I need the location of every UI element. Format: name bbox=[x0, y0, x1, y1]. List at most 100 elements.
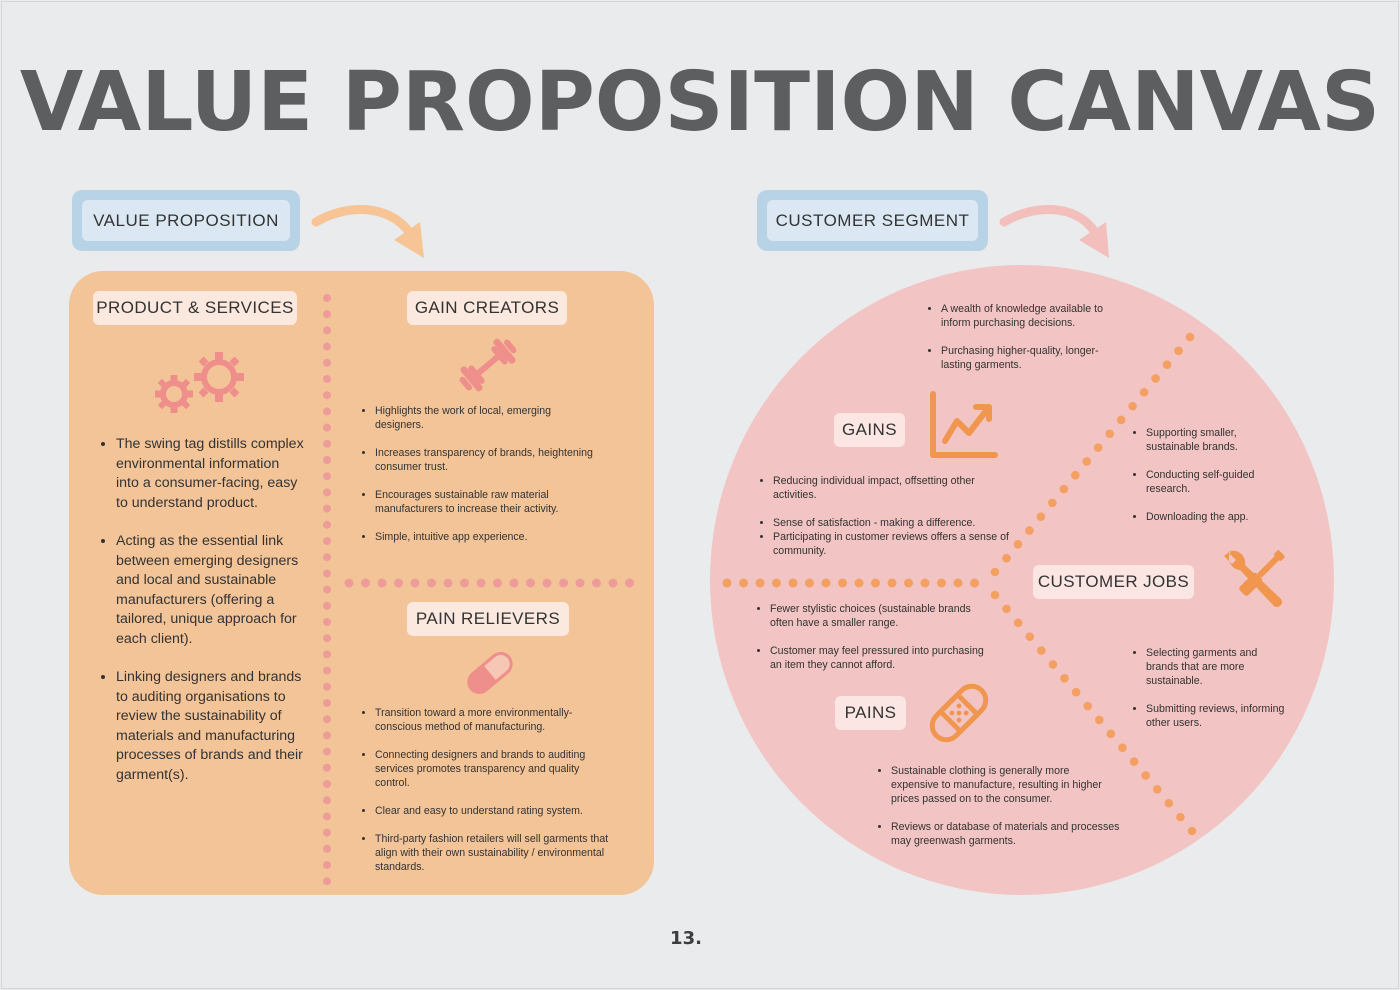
customer-segment-tag: CUSTOMER SEGMENT bbox=[757, 190, 988, 251]
divider-dot bbox=[323, 391, 331, 400]
divider-dot bbox=[323, 682, 331, 691]
divider-dot bbox=[1036, 512, 1046, 522]
gain-creators-label: GAIN CREATORS bbox=[407, 291, 567, 325]
divider-dot bbox=[323, 553, 331, 562]
divider-dot bbox=[323, 456, 331, 464]
divider-dot bbox=[323, 844, 331, 853]
divider-dot bbox=[323, 650, 331, 659]
page-title: VALUE PROPOSITION CANVAS bbox=[19, 55, 1381, 150]
divider-dot bbox=[1174, 346, 1183, 356]
divider-dot bbox=[443, 578, 453, 588]
divider-dot bbox=[460, 578, 469, 588]
divider-dot bbox=[788, 578, 798, 588]
divider-dot bbox=[323, 828, 331, 837]
gears-icon bbox=[155, 352, 244, 413]
divider-dot bbox=[323, 699, 331, 707]
divider-dot bbox=[1037, 646, 1046, 655]
pain-relievers-list: Transition toward a more environmentally… bbox=[359, 706, 609, 888]
divider-dot bbox=[1176, 812, 1185, 822]
divider-dot bbox=[575, 578, 585, 588]
divider-dot bbox=[1164, 798, 1174, 808]
list-item: Submitting reviews, informing other user… bbox=[1146, 702, 1290, 730]
divider-dot bbox=[559, 578, 568, 588]
divider-dot bbox=[1151, 374, 1160, 383]
divider-dot bbox=[493, 578, 502, 588]
divider-dot bbox=[1093, 443, 1103, 452]
list-item: Transition toward a more environmentally… bbox=[375, 706, 609, 734]
divider-dot bbox=[1162, 360, 1172, 369]
jobs-upper-list: Supporting smaller, sustainable brands. C… bbox=[1130, 426, 1290, 538]
divider-dot bbox=[323, 877, 331, 886]
divider-dot bbox=[937, 578, 946, 588]
list-item: Supporting smaller, sustainable brands. bbox=[1146, 426, 1290, 454]
divider-dot bbox=[323, 634, 331, 643]
divider-dot bbox=[526, 578, 535, 588]
divider-dot bbox=[323, 763, 331, 772]
divider-dot bbox=[323, 310, 331, 319]
divider-dot bbox=[1105, 429, 1115, 439]
dumbbell-icon bbox=[459, 338, 517, 392]
list-item: Participating in customer reviews offers… bbox=[773, 530, 1017, 558]
divider-dot bbox=[542, 578, 552, 588]
divider-dot bbox=[323, 585, 331, 594]
pains-label: PAINS bbox=[835, 696, 906, 730]
divider-dot bbox=[323, 488, 331, 497]
list-item: Fewer stylistic choices (sustainable bra… bbox=[770, 602, 984, 630]
divider-dot bbox=[323, 796, 331, 805]
divider-dot bbox=[1185, 332, 1195, 342]
divider-dot bbox=[323, 294, 331, 302]
divider-dot bbox=[323, 731, 331, 740]
divider-dot bbox=[1002, 553, 1011, 563]
divider-dot bbox=[410, 578, 420, 588]
list-item: Purchasing higher-quality, longer-lastin… bbox=[941, 344, 1125, 372]
divider-dot bbox=[1070, 470, 1080, 480]
list-item: Downloading the app. bbox=[1146, 510, 1290, 524]
divider-dot bbox=[592, 578, 601, 588]
wrench-screwdriver-icon bbox=[1224, 550, 1285, 607]
list-item: Reducing individual impact, offsetting o… bbox=[773, 474, 1017, 502]
list-item: Clear and easy to understand rating syst… bbox=[375, 804, 609, 818]
divider-dot bbox=[476, 578, 486, 588]
divider-dot bbox=[361, 578, 370, 588]
pain-relievers-label: PAIN RELIEVERS bbox=[407, 602, 569, 636]
divider-dot bbox=[1082, 457, 1092, 466]
divider-dot bbox=[1187, 826, 1197, 836]
value-proposition-tag: VALUE PROPOSITION bbox=[72, 190, 300, 251]
divider-dot bbox=[323, 715, 331, 724]
divider-dot bbox=[1129, 757, 1139, 766]
divider-dot bbox=[1116, 415, 1126, 425]
list-item: Third-party fashion retailers will sell … bbox=[375, 832, 609, 874]
divider-dot bbox=[323, 342, 331, 351]
divider-dot bbox=[755, 578, 765, 588]
list-item: The swing tag distills complex environme… bbox=[116, 435, 305, 513]
divider-dot bbox=[323, 780, 331, 788]
divider-dot bbox=[1025, 526, 1034, 535]
divider-dot bbox=[1106, 729, 1116, 739]
pill-icon bbox=[467, 652, 513, 694]
divider-dot bbox=[323, 326, 331, 335]
divider-dot bbox=[323, 618, 331, 626]
list-item: Highlights the work of local, emerging d… bbox=[375, 404, 594, 432]
divider-dot bbox=[805, 578, 814, 588]
divider-dot bbox=[821, 578, 831, 588]
divider-dot bbox=[377, 578, 387, 588]
list-item: Customer may feel pressured into purchas… bbox=[770, 644, 984, 672]
divider-dot bbox=[953, 578, 963, 588]
divider-dot bbox=[344, 578, 354, 588]
divider-dot bbox=[739, 578, 748, 588]
divider-dot bbox=[1094, 715, 1104, 725]
divider-dot bbox=[323, 569, 331, 578]
divider-dot bbox=[625, 578, 634, 588]
divider-dot bbox=[990, 567, 1000, 577]
divider-dot bbox=[323, 537, 331, 545]
orange-arrow-icon bbox=[311, 204, 424, 258]
divider-dot bbox=[904, 578, 913, 588]
list-item: Conducting self-guided research. bbox=[1146, 468, 1290, 496]
divider-dot bbox=[1025, 632, 1035, 641]
divider-dot bbox=[772, 578, 781, 588]
divider-dot bbox=[1002, 604, 1011, 614]
divider-dot bbox=[394, 578, 403, 588]
divider-dot bbox=[854, 578, 864, 588]
customer-segment-tag-label: CUSTOMER SEGMENT bbox=[767, 200, 978, 241]
list-item: A wealth of knowledge available to infor… bbox=[941, 302, 1125, 330]
